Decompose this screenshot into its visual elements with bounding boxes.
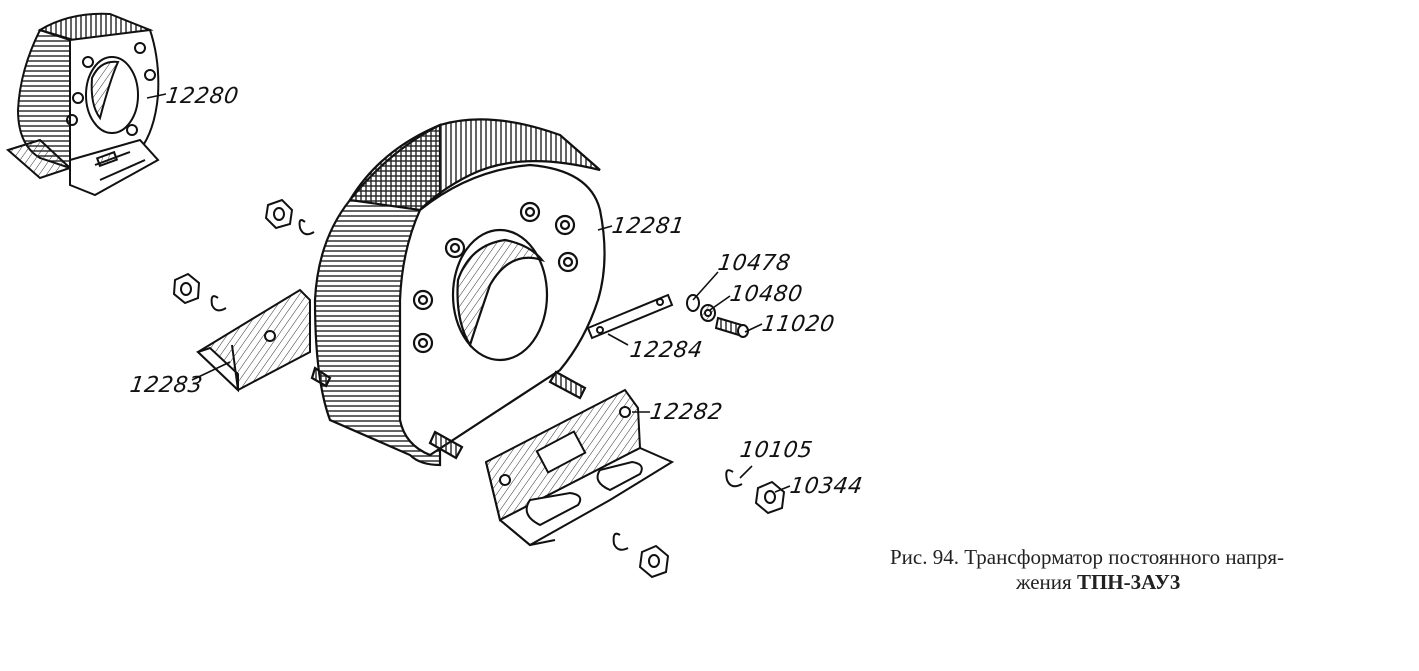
label-part-10478: 10478 <box>716 251 793 276</box>
figure-caption-prefix: жения <box>1016 570 1077 594</box>
label-part-12280: 12280 <box>164 84 241 109</box>
label-part-11020: 11020 <box>760 312 837 337</box>
label-part-12282: 12282 <box>648 400 725 425</box>
leader-lines <box>146 93 791 493</box>
figure-caption-model: ТПН-3АУ3 <box>1076 570 1181 594</box>
label-part-10480: 10480 <box>728 282 805 307</box>
terminal-hardware <box>686 294 749 338</box>
assembled-transformer-thumbnail <box>5 12 160 197</box>
label-part-12283: 12283 <box>128 373 205 398</box>
label-part-10105: 10105 <box>738 438 815 463</box>
label-part-10344: 10344 <box>788 474 865 499</box>
connection-strip <box>586 293 674 340</box>
figure-caption-line-1: Рис. 94. Трансформатор постоянного напря… <box>890 545 1284 569</box>
left-mounting-bracket <box>196 288 311 393</box>
main-transformer-body <box>310 118 606 467</box>
label-part-12281: 12281 <box>610 214 687 239</box>
label-part-12284: 12284 <box>628 338 705 363</box>
figure-caption-line-2: жения ТПН-3АУ3 <box>1016 570 1180 595</box>
loose-fasteners <box>172 198 786 579</box>
bottom-mounting-bracket <box>484 388 675 547</box>
